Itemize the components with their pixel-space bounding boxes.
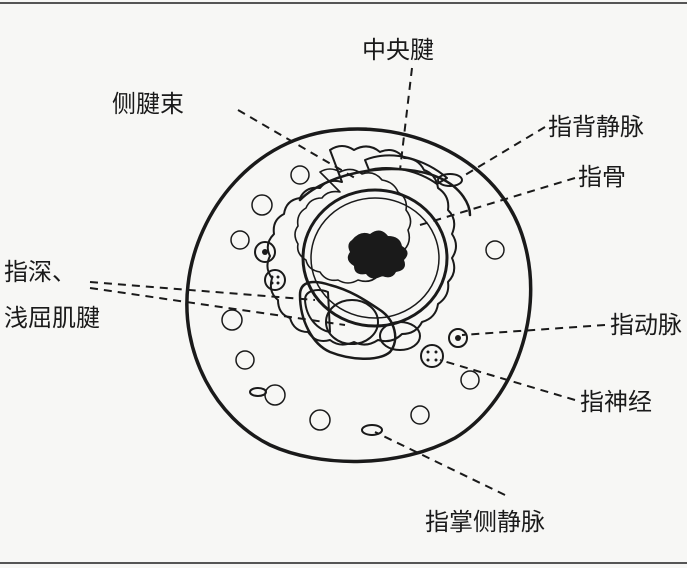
leader-flexor-2 bbox=[89, 287, 346, 326]
bone-marrow bbox=[347, 230, 408, 279]
label-lateral-band: 侧腱束 bbox=[112, 90, 184, 118]
leader-digital-artery bbox=[461, 324, 606, 336]
leader-lines bbox=[89, 67, 606, 496]
central-tendon-shape bbox=[364, 154, 448, 185]
leader-palmar-vein bbox=[374, 431, 506, 496]
tendon-sheath-ellipse bbox=[379, 321, 421, 351]
ulnar-nerve-fascicles bbox=[426, 350, 438, 362]
label-digital-nerve: 指神经 bbox=[580, 388, 652, 416]
fat-lobule-group bbox=[221, 165, 505, 431]
ulnar-digital-nerve bbox=[420, 344, 444, 368]
flexor-tendon-sheath bbox=[298, 280, 397, 360]
palmar-vein-shape-left bbox=[249, 387, 267, 397]
radial-digital-artery bbox=[254, 241, 276, 263]
ulnar-artery-lumen bbox=[455, 335, 461, 341]
label-dorsal-digital-vein: 指背静脉 bbox=[548, 113, 644, 141]
extensor-hood bbox=[298, 167, 472, 217]
label-flexor-tendons-line1: 指深、 bbox=[4, 258, 76, 286]
leader-dorsal-vein bbox=[464, 126, 546, 176]
label-palmar-lateral-vein: 指掌侧静脉 bbox=[425, 508, 545, 536]
leader-flexor-1 bbox=[89, 281, 316, 301]
label-phalanx: 指骨 bbox=[578, 163, 626, 191]
phalanx-cortex bbox=[310, 197, 440, 319]
skin-outline bbox=[185, 127, 533, 464]
phalanx-bone bbox=[301, 188, 449, 328]
label-central-tendon: 中央腱 bbox=[362, 36, 434, 64]
dorsal-vein-shape bbox=[437, 173, 463, 187]
fat-lobules-outer bbox=[266, 145, 457, 346]
label-flexor-tendons-line2: 浅屈肌腱 bbox=[4, 304, 100, 332]
palmar-lateral-vein-shape bbox=[361, 424, 383, 436]
leader-digital-nerve bbox=[439, 359, 576, 401]
radial-nerve-fascicles bbox=[270, 275, 280, 285]
radial-artery-lumen bbox=[262, 249, 268, 255]
label-digital-artery: 指动脉 bbox=[610, 311, 682, 339]
leader-lateral-band bbox=[237, 109, 356, 179]
ulnar-digital-artery bbox=[448, 328, 468, 348]
leader-central-tendon bbox=[399, 67, 413, 171]
radial-digital-nerve bbox=[264, 269, 286, 291]
